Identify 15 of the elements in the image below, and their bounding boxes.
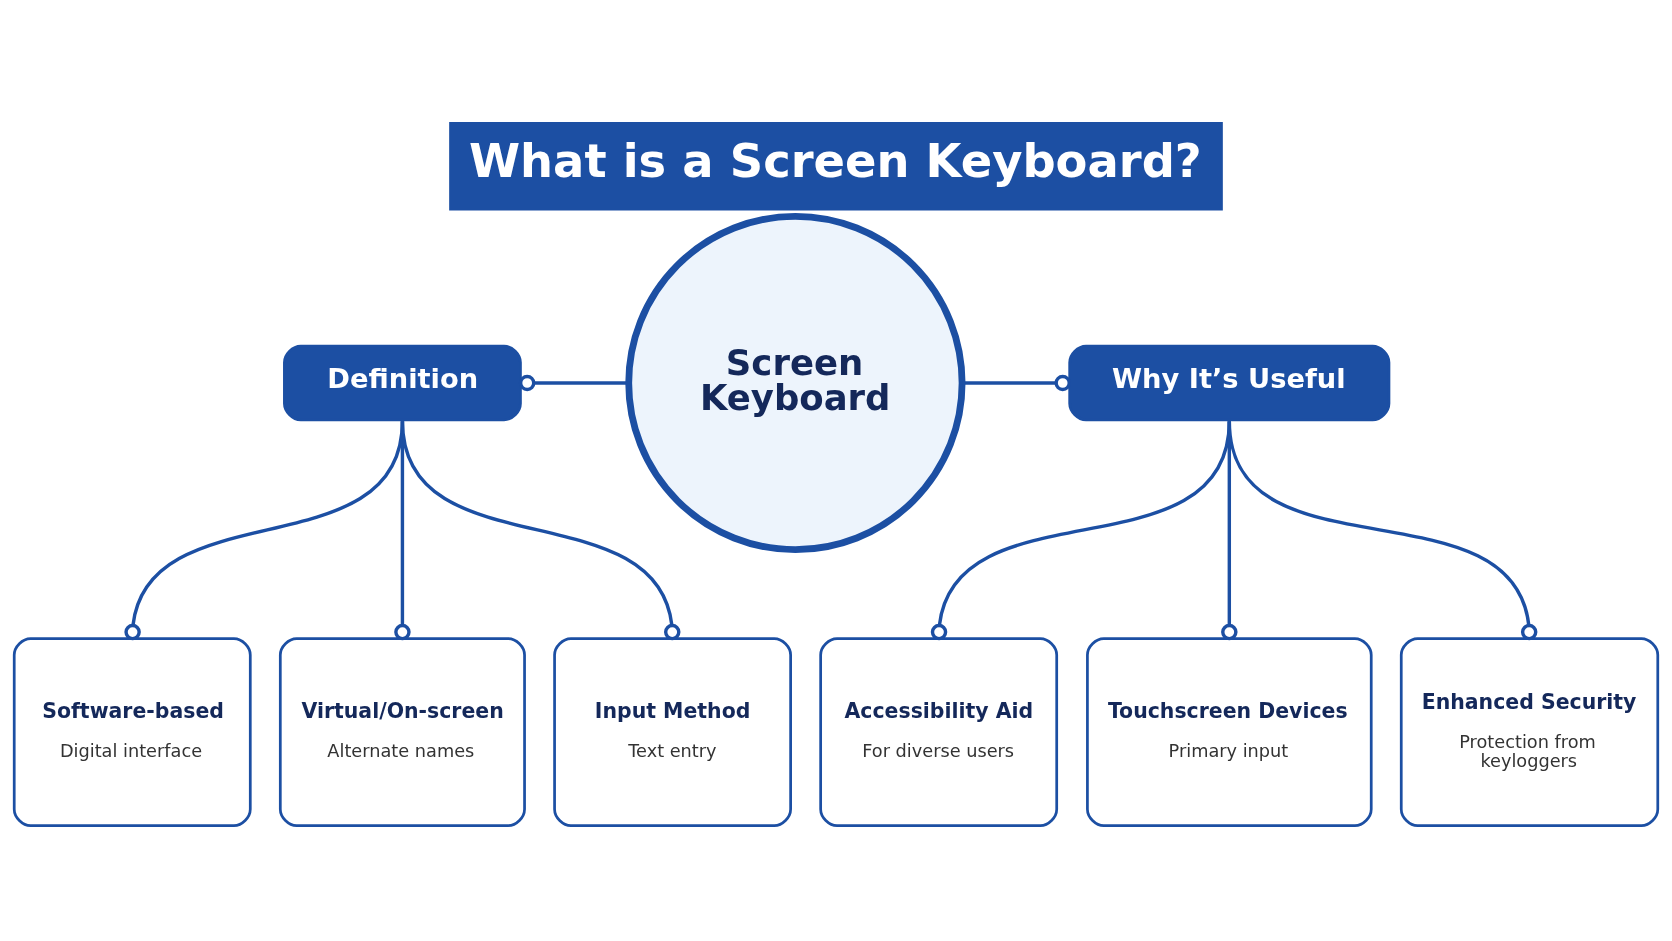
node-circle: Screen Keyboard xyxy=(625,212,966,553)
connector xyxy=(1227,420,1538,640)
node-box: Accessibility Aid For diverse users xyxy=(819,636,1059,827)
node-box: Definition xyxy=(283,344,522,421)
connector xyxy=(400,420,681,640)
node-box: Enhanced Security Protection from keyloggers xyxy=(1399,636,1660,827)
node-box: Virtual/On-screen Alternate names xyxy=(278,636,526,827)
node-box: Touchscreen Devices Primary input xyxy=(1086,636,1373,827)
node-box: Software-based Digital interface xyxy=(12,636,252,827)
diagram-title: What is a Screen Keyboard? xyxy=(468,133,1202,188)
connector xyxy=(962,374,1071,391)
node-box: Input Method Text entry xyxy=(553,636,792,827)
connector xyxy=(518,374,628,391)
connector xyxy=(930,420,1231,640)
node-box: Why It’s Useful xyxy=(1068,344,1391,421)
